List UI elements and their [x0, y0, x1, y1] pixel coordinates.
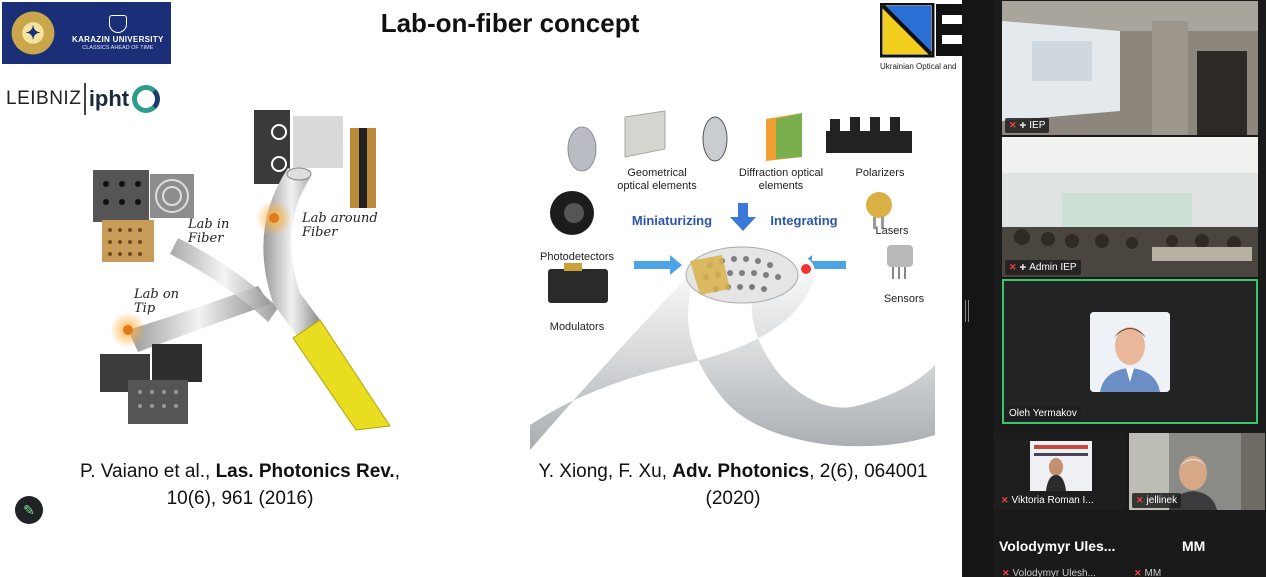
participant-label: ✕ Volodymyr Ulesh...: [1002, 568, 1096, 577]
participant-name: jellinek: [1146, 495, 1178, 506]
participant-name: Admin IEP: [1029, 262, 1077, 273]
annotate-button[interactable]: ✎: [15, 496, 43, 524]
label-sensors: Sensors: [883, 293, 925, 305]
karazin-motto: CLASSICS AHEAD OF TIME: [82, 45, 154, 51]
reference-right-line2: (2020): [705, 488, 761, 509]
uoa-caption: Ukrainian Optical and: [880, 62, 957, 71]
label-miniaturizing: Miniaturizing: [631, 213, 713, 228]
pencil-icon: ✎: [23, 501, 35, 518]
label-modulators: Modulators: [549, 321, 605, 333]
karazin-university-logo: ✦ KARAZIN UNIVERSITY CLASSICS AHEAD OF T…: [2, 2, 171, 64]
label-lasers: Lasers: [875, 225, 909, 237]
leibniz-ipht-logo: LEIBNIZ ipht: [6, 80, 161, 118]
label-photodetectors: Photodetectors: [540, 251, 614, 263]
ipht-word: ipht: [88, 86, 130, 111]
resize-grip-icon[interactable]: [965, 300, 969, 322]
participant-tile-oleh-yermakov[interactable]: Oleh Yermakov: [1002, 279, 1258, 424]
label-integrating: Integrating: [770, 213, 838, 228]
reference-right: Y. Xiong, F. Xu, Adv. Photonics, 2(6), 0…: [500, 458, 962, 512]
university-seal-icon: ✦: [8, 8, 58, 58]
mic-muted-icon: ✕: [1001, 495, 1009, 505]
mic-muted-icon: ✕: [1136, 495, 1144, 505]
mic-muted-icon: ✕: [1134, 568, 1142, 577]
label-geometrical: Geometrical optical elements: [617, 167, 697, 192]
logo-separator: [84, 83, 86, 115]
participants-gallery: ✕ ✚ IEP ✕ ✚ Admin IEP: [993, 0, 1266, 577]
reference-right-rest: , 2(6), 064001: [809, 461, 928, 482]
video-feed-viktoria: [994, 433, 1125, 510]
label-lab-around-fiber: Lab around Fiber: [302, 211, 378, 240]
reference-left-journal: Las. Photonics Rev.: [215, 461, 395, 482]
pin-icon: ✚: [1019, 121, 1027, 130]
participant-display-name: MM: [1182, 538, 1206, 554]
participant-tile-admin-iep[interactable]: ✕ ✚ Admin IEP: [1002, 137, 1258, 277]
integration-figure: Geometrical optical elements Diffraction…: [530, 105, 940, 450]
uoa-emblem-icon: [880, 3, 962, 58]
participant-name: Oleh Yermakov: [1009, 408, 1077, 419]
label-lab-in-fiber: Lab in Fiber: [188, 217, 230, 246]
reference-left-line2: 10(6), 961 (2016): [166, 488, 314, 509]
participant-tile-iep[interactable]: ✕ ✚ IEP: [1002, 1, 1258, 135]
shared-screen-slide: Lab-on-fiber concept ✦ KARAZIN UNIVERSIT…: [2, 2, 962, 524]
participant-label: Oleh Yermakov: [1005, 406, 1081, 421]
ukrainian-optical-association-logo: Ukrainian Optical and: [880, 3, 962, 73]
fiber-illustration: [93, 110, 391, 431]
label-lab-on-tip: Lab on Tip: [134, 287, 180, 316]
karazin-name: KARAZIN UNIVERSITY: [72, 35, 164, 44]
video-feed-iep: [1002, 1, 1258, 135]
participant-tile-mm[interactable]: MM ✕ MM: [1129, 512, 1265, 577]
participant-label: ✕ ✚ IEP: [1005, 118, 1050, 133]
participant-name: Volodymyr Ulesh...: [1012, 568, 1096, 577]
avatar: [1090, 312, 1170, 392]
participant-tile-jellinek[interactable]: ✕ jellinek: [1129, 433, 1265, 510]
label-polarizers: Polarizers: [855, 167, 905, 179]
participant-name: MM: [1144, 568, 1162, 577]
shield-icon: [108, 15, 127, 33]
reference-right-authors: Y. Xiong, F. Xu,: [538, 461, 673, 482]
participant-label: ✕ jellinek: [1132, 493, 1182, 508]
mic-muted-icon: ✕: [1009, 120, 1017, 130]
slide-title: Lab-on-fiber concept: [380, 8, 640, 38]
participant-display-name: Volodymyr Ules...: [999, 538, 1116, 554]
participant-tile-volodymyr[interactable]: Volodymyr Ules... ✕ Volodymyr Ulesh...: [994, 512, 1125, 577]
pin-icon: ✚: [1019, 263, 1027, 272]
participant-tile-viktoria[interactable]: ✕ Viktoria Roman I...: [994, 433, 1125, 510]
participant-name: Viktoria Roman I...: [1011, 495, 1094, 506]
lab-on-fiber-figure: Lab in Fiber Lab around Fiber Lab on Tip: [88, 108, 393, 433]
leibniz-word: LEIBNIZ: [6, 88, 82, 109]
ipht-ring-icon: [132, 85, 161, 113]
mic-muted-icon: ✕: [1009, 262, 1017, 272]
reference-right-journal: Adv. Photonics: [672, 461, 810, 482]
reference-left: P. Vaiano et al., Las. Photonics Rev., 1…: [40, 458, 440, 512]
participant-name: IEP: [1029, 120, 1046, 131]
participant-label: ✕ MM: [1134, 568, 1161, 577]
video-feed-admin-iep: [1002, 137, 1258, 277]
mic-muted-icon: ✕: [1002, 568, 1010, 577]
fiber-loop-illustration: [530, 110, 935, 450]
participant-label: ✕ ✚ Admin IEP: [1005, 260, 1081, 275]
profile-photo: [1090, 312, 1170, 392]
label-diffraction: Diffraction optical elements: [738, 167, 824, 192]
participant-label: ✕ Viktoria Roman I...: [997, 493, 1098, 508]
reference-left-authors: P. Vaiano et al.,: [80, 461, 216, 482]
reference-left-rest: ,: [394, 461, 400, 482]
